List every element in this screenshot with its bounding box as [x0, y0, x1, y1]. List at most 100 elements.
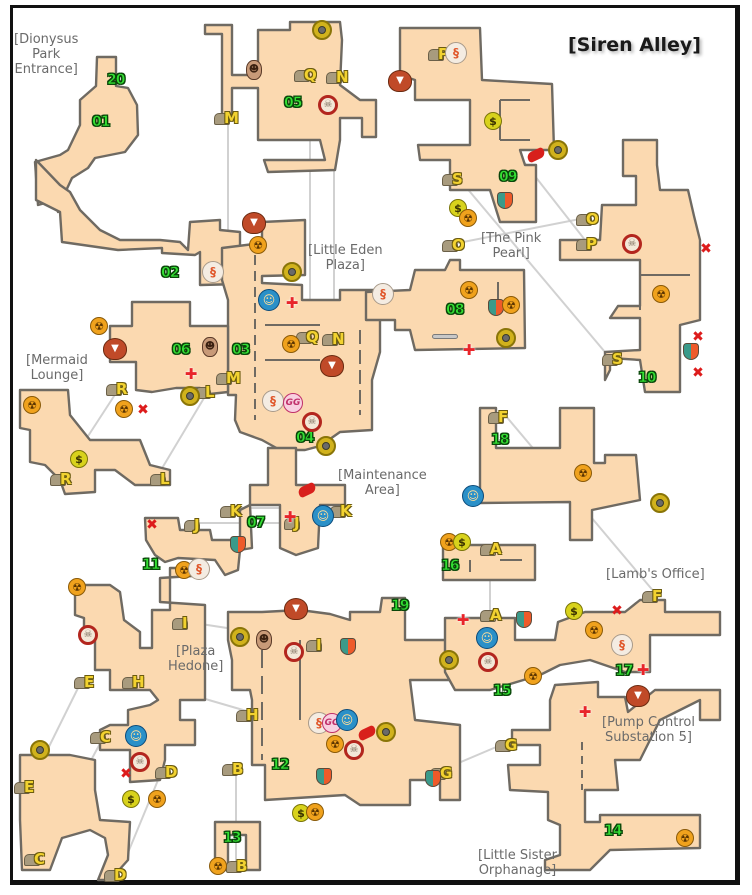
ammo-icon[interactable]: ☢: [459, 209, 477, 227]
warp-marker-o[interactable]: O: [586, 210, 599, 228]
warp-marker-r[interactable]: R: [116, 380, 128, 398]
money-icon[interactable]: $: [565, 602, 583, 620]
vending-ring-icon[interactable]: [439, 650, 459, 670]
power-to-the-people-icon[interactable]: [316, 768, 332, 785]
warp-marker-d[interactable]: D: [114, 866, 127, 884]
money-icon[interactable]: $: [122, 790, 140, 808]
ammo-icon[interactable]: ☢: [585, 621, 603, 639]
power-to-the-people-icon[interactable]: [230, 536, 246, 553]
ammo-icon[interactable]: ☢: [68, 578, 86, 596]
power-to-the-people-icon[interactable]: [425, 770, 441, 787]
warp-marker-q[interactable]: Q: [306, 328, 319, 346]
skull-icon[interactable]: ☠: [130, 752, 150, 772]
health-station-icon[interactable]: ✚: [283, 507, 297, 526]
research-tool-icon[interactable]: ✖: [146, 517, 158, 533]
warp-marker-r[interactable]: R: [60, 470, 72, 488]
warp-marker-h[interactable]: H: [132, 673, 145, 691]
warp-marker-g[interactable]: G: [440, 764, 453, 782]
warp-marker-f[interactable]: F: [652, 587, 663, 605]
warp-marker-b[interactable]: B: [232, 760, 244, 778]
vending-ring-icon[interactable]: [282, 262, 302, 282]
skull-icon[interactable]: ☠: [344, 740, 364, 760]
skull-icon[interactable]: ☠: [478, 652, 498, 672]
warp-marker-j[interactable]: J: [294, 514, 300, 532]
warp-marker-o[interactable]: O: [452, 236, 465, 254]
circus-of-values-icon[interactable]: ☺: [312, 505, 334, 527]
research-tool-icon[interactable]: ✖: [692, 329, 704, 345]
big-daddy-icon[interactable]: ▼: [103, 338, 127, 360]
warp-marker-n[interactable]: N: [336, 68, 349, 86]
audio-diary-face-icon[interactable]: ☻: [246, 60, 262, 80]
ammo-icon[interactable]: ☢: [574, 464, 592, 482]
warp-marker-f[interactable]: F: [498, 408, 509, 426]
warp-marker-k[interactable]: K: [230, 502, 242, 520]
security-bar-icon[interactable]: [432, 334, 458, 339]
research-tool-icon[interactable]: ✖: [700, 241, 712, 257]
money-icon[interactable]: $: [453, 533, 471, 551]
big-daddy-icon[interactable]: ▼: [626, 685, 650, 707]
ammo-icon[interactable]: ☢: [652, 285, 670, 303]
warp-marker-i[interactable]: I: [316, 636, 322, 654]
warp-marker-i[interactable]: I: [182, 614, 188, 632]
big-daddy-icon[interactable]: ▼: [388, 70, 412, 92]
ammo-icon[interactable]: ☢: [326, 735, 344, 753]
gene-tonic-icon[interactable]: §: [372, 283, 394, 305]
ammo-icon[interactable]: ☢: [282, 335, 300, 353]
warp-marker-s[interactable]: S: [452, 170, 463, 188]
warp-marker-d[interactable]: D: [165, 763, 178, 781]
research-tool-icon[interactable]: ✖: [120, 766, 132, 782]
research-tool-icon[interactable]: ✖: [137, 402, 149, 418]
skull-icon[interactable]: ☠: [318, 95, 338, 115]
circus-of-values-icon[interactable]: ☺: [336, 709, 358, 731]
big-daddy-icon[interactable]: ▼: [284, 598, 308, 620]
vending-ring-icon[interactable]: [650, 493, 670, 513]
warp-marker-m[interactable]: M: [224, 109, 239, 127]
ammo-icon[interactable]: ☢: [209, 857, 227, 875]
ammo-icon[interactable]: ☢: [90, 317, 108, 335]
audio-diary-face-icon[interactable]: ☻: [202, 337, 218, 357]
circus-of-values-icon[interactable]: ☺: [476, 627, 498, 649]
circus-of-values-icon[interactable]: ☺: [125, 725, 147, 747]
vending-ring-icon[interactable]: [30, 740, 50, 760]
gene-tonic-icon[interactable]: §: [262, 390, 284, 412]
research-tool-icon[interactable]: ✖: [692, 365, 704, 381]
power-to-the-people-icon[interactable]: [497, 192, 513, 209]
warp-marker-b[interactable]: B: [236, 857, 248, 875]
warp-marker-e[interactable]: E: [24, 778, 35, 796]
warp-marker-c[interactable]: C: [34, 850, 46, 868]
gene-tonic-icon[interactable]: §: [188, 558, 210, 580]
health-station-icon[interactable]: ✚: [285, 293, 299, 312]
warp-marker-l[interactable]: L: [160, 470, 170, 488]
warp-marker-s[interactable]: S: [612, 350, 623, 368]
audio-diary-face-icon[interactable]: ☻: [256, 630, 272, 650]
warp-marker-h[interactable]: H: [246, 706, 259, 724]
skull-icon[interactable]: ☠: [622, 234, 642, 254]
skull-icon[interactable]: ☠: [78, 625, 98, 645]
money-icon[interactable]: $: [70, 450, 88, 468]
power-to-the-people-icon[interactable]: [516, 611, 532, 628]
ammo-icon[interactable]: ☢: [502, 296, 520, 314]
warp-marker-n[interactable]: N: [332, 330, 345, 348]
gene-tonic-icon[interactable]: §: [611, 634, 633, 656]
vending-ring-icon[interactable]: [496, 328, 516, 348]
health-station-icon[interactable]: ✚: [636, 660, 650, 679]
big-daddy-icon[interactable]: ▼: [242, 212, 266, 234]
warp-marker-a[interactable]: A: [490, 606, 502, 624]
gatherers-garden-icon[interactable]: GG: [283, 393, 303, 413]
vending-ring-icon[interactable]: [180, 386, 200, 406]
warp-marker-c[interactable]: C: [100, 728, 112, 746]
warp-marker-q[interactable]: Q: [304, 66, 317, 84]
ammo-icon[interactable]: ☢: [676, 829, 694, 847]
warp-marker-p[interactable]: P: [586, 235, 597, 253]
vending-ring-icon[interactable]: [316, 436, 336, 456]
research-tool-icon[interactable]: ✖: [611, 603, 623, 619]
ammo-icon[interactable]: ☢: [306, 803, 324, 821]
ammo-icon[interactable]: ☢: [460, 281, 478, 299]
warp-marker-a[interactable]: A: [490, 540, 502, 558]
warp-marker-e[interactable]: E: [84, 673, 95, 691]
health-station-icon[interactable]: ✚: [462, 340, 476, 359]
power-to-the-people-icon[interactable]: [683, 343, 699, 360]
vending-ring-icon[interactable]: [312, 20, 332, 40]
ammo-icon[interactable]: ☢: [148, 790, 166, 808]
warp-marker-j[interactable]: J: [194, 516, 200, 534]
